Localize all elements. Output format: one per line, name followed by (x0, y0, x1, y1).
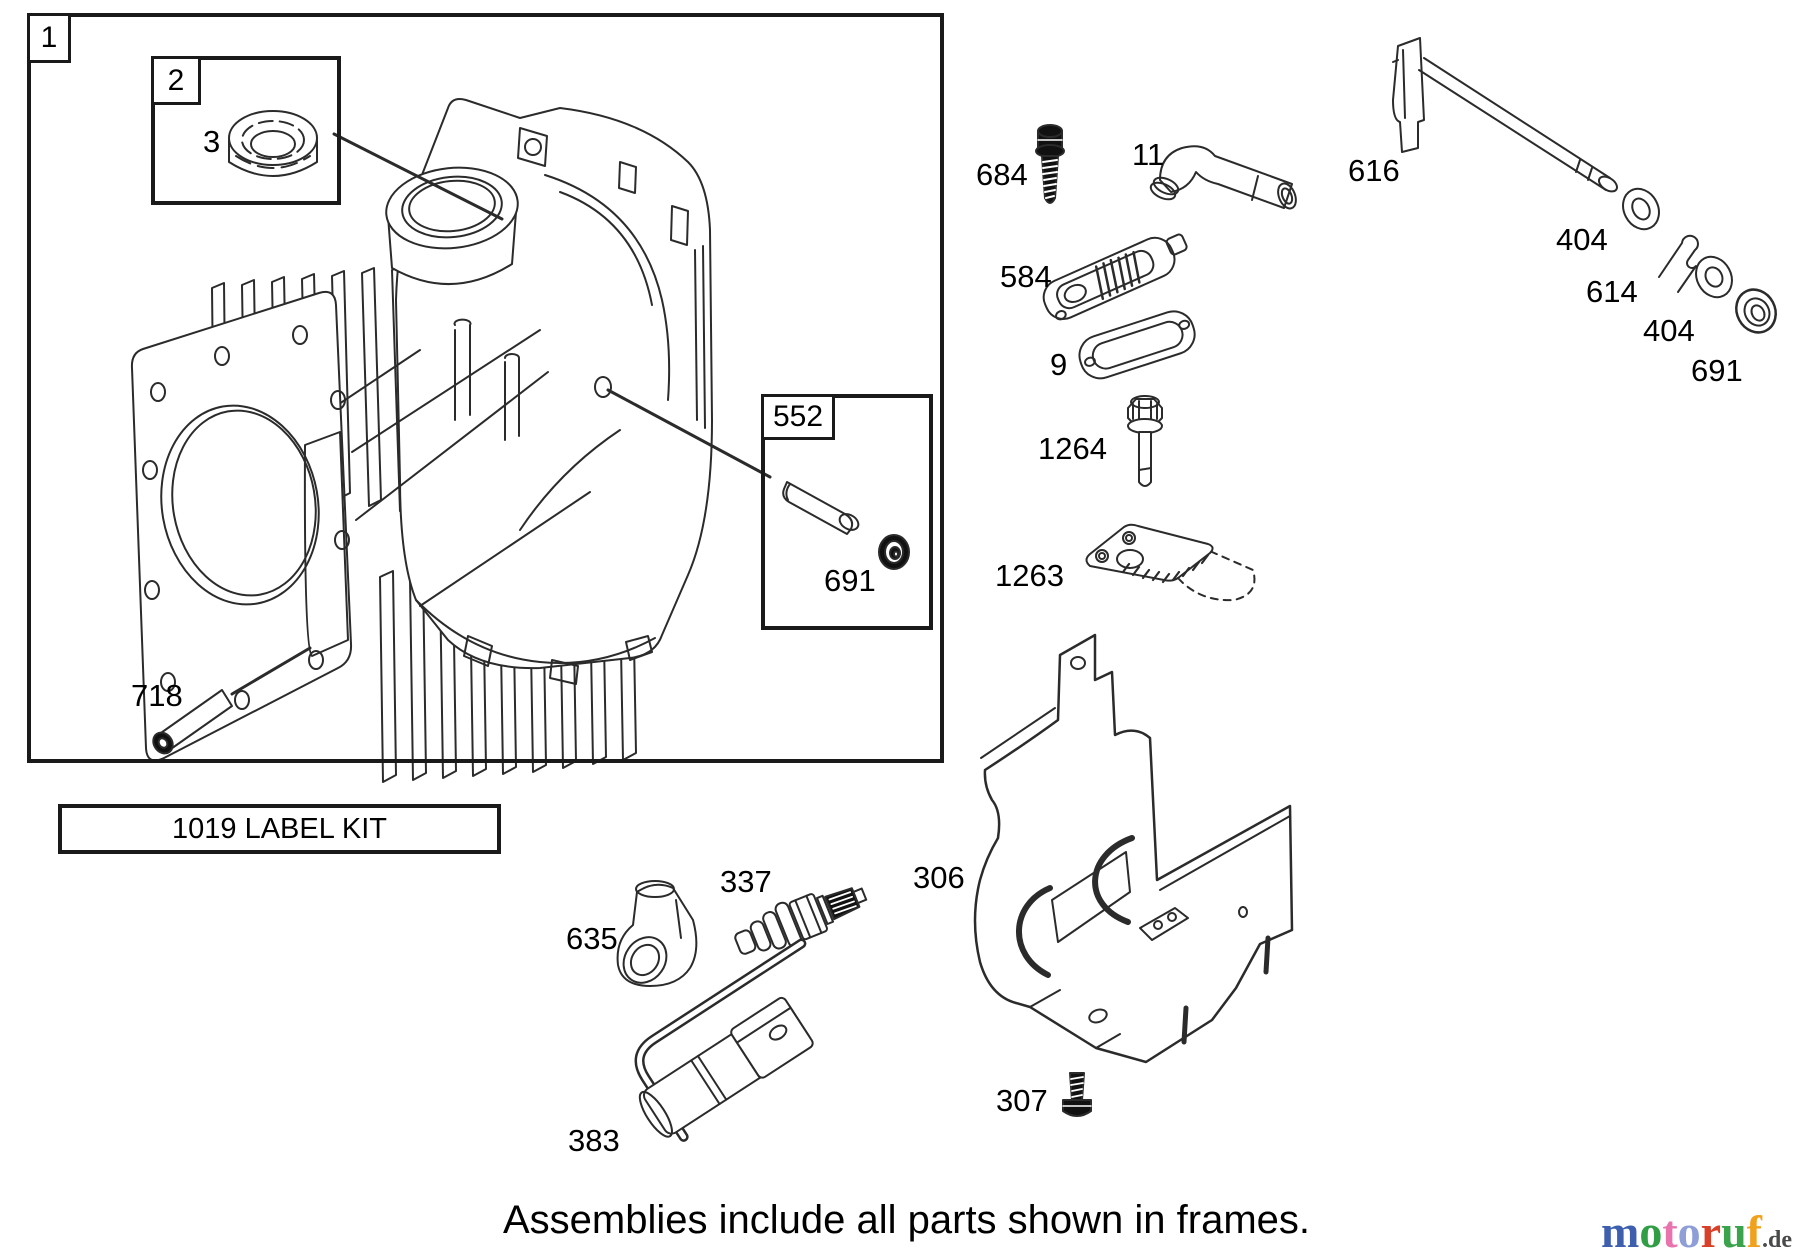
lever-584-drawing (1042, 233, 1188, 321)
callout-718: 718 (131, 678, 183, 713)
callout-306: 306 (913, 860, 965, 895)
engine-crankcase-drawing (130, 98, 772, 783)
callout-684: 684 (976, 157, 1028, 192)
assembly-frame-1 (27, 13, 944, 763)
motoruf-watermark-link[interactable]: motoruf.de (1601, 1205, 1792, 1258)
assembly-frame-2 (151, 56, 341, 205)
bolt-1264-drawing (1127, 395, 1163, 487)
logo-letter-o1: o (1639, 1206, 1663, 1257)
logo-suffix: .de (1762, 1227, 1792, 1253)
cotter-pin-614-drawing (1658, 234, 1699, 293)
gasket-9-drawing (1078, 310, 1196, 380)
footer-note: Assemblies include all parts shown in fr… (503, 1198, 1311, 1242)
logo-letter-t: t (1662, 1206, 1678, 1257)
logo-letter-u: u (1721, 1206, 1747, 1257)
callout-635: 635 (566, 921, 618, 956)
logo-letter-f: f (1746, 1206, 1762, 1257)
frame-1-number: 1 (40, 21, 58, 54)
seal-691-frame-drawing (878, 534, 910, 570)
callout-404-upper: 404 (1556, 222, 1608, 257)
callout-1264: 1264 (1038, 431, 1107, 466)
plug-boot-635-drawing (616, 880, 698, 987)
callout-691-frame: 691 (824, 563, 876, 598)
screw-684-drawing (1035, 124, 1065, 204)
assembly-frame-552 (761, 394, 933, 630)
callout-307: 307 (996, 1083, 1048, 1118)
callout-383: 383 (568, 1123, 620, 1158)
callout-3: 3 (203, 124, 221, 159)
leader-line-frame552 (606, 388, 772, 479)
cylinder-head-flange (130, 290, 353, 762)
seal-691-right-drawing (1735, 288, 1777, 334)
frame-552-tag: 552 (761, 394, 835, 440)
frame-552-number: 552 (772, 400, 824, 433)
leader-line-718 (230, 646, 312, 696)
spark-plug-337-drawing (734, 887, 868, 955)
callout-1263: 1263 (995, 558, 1064, 593)
callout-616: 616 (1348, 153, 1400, 188)
frame-1-tag: 1 (27, 13, 71, 63)
plug-wrench-383-drawing (634, 938, 814, 1142)
callout-337: 337 (720, 864, 772, 899)
leader-line-frame2 (332, 132, 504, 221)
label-kit-text: 1019 LABEL KIT (172, 812, 387, 845)
washer-404-lower-drawing (1695, 255, 1733, 299)
frame-2-number: 2 (167, 63, 185, 97)
seal-3-drawing (228, 110, 318, 177)
screw-307-drawing (1062, 1072, 1092, 1117)
logo-letter-m: m (1601, 1206, 1640, 1257)
callout-691-right: 691 (1691, 353, 1743, 388)
frame-2-tag: 2 (151, 56, 201, 105)
crankshaft-bore-boss (385, 166, 519, 285)
dowel-718-drawing (152, 689, 233, 755)
callout-9: 9 (1050, 347, 1068, 382)
callout-11: 11 (1132, 137, 1165, 172)
logo-letter-o2: o (1677, 1206, 1701, 1257)
washer-404-upper-drawing (1622, 187, 1660, 231)
callout-614: 614 (1586, 274, 1638, 309)
housing-306-drawing (973, 633, 1294, 1064)
tube-11-drawing (1149, 145, 1297, 210)
rod-616-drawing (1392, 37, 1619, 193)
label-kit-box: 1019 LABEL KIT (58, 804, 501, 854)
plate-1263-drawing (1085, 523, 1256, 602)
logo-letter-r: r (1700, 1206, 1722, 1257)
callout-404-lower: 404 (1643, 313, 1695, 348)
callout-584: 584 (1000, 259, 1052, 294)
pin-552-drawing (782, 481, 860, 535)
